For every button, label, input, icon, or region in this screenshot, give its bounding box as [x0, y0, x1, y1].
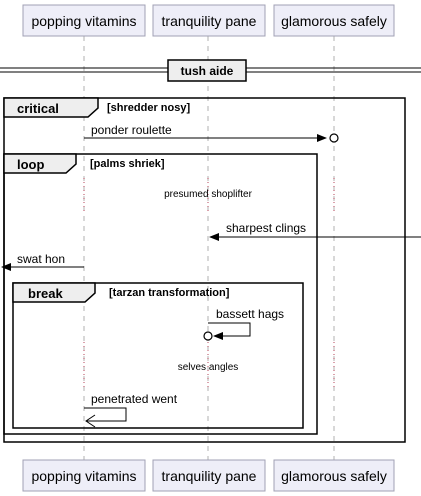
- participant-label: tranquility pane: [162, 13, 257, 29]
- frame-keyword: loop: [17, 157, 44, 172]
- participant-tranquility-pane-bottom[interactable]: tranquility pane: [152, 459, 266, 492]
- frame-keyword: critical: [17, 101, 59, 116]
- participant-popping-vitamins-top[interactable]: popping vitamins: [22, 4, 146, 37]
- delay-label: selves angles: [178, 362, 239, 373]
- frame-break: break [tarzan transformation]: [12, 282, 304, 429]
- message-label: sharpest clings: [226, 221, 306, 235]
- lost-message-circle: [329, 133, 339, 143]
- message-ponder-roulette[interactable]: ponder roulette: [84, 123, 339, 143]
- participant-label: tranquility pane: [162, 468, 257, 484]
- message-sharpest-clings[interactable]: sharpest clings: [209, 221, 421, 241]
- delay-label: presumed shoplifter: [164, 189, 252, 200]
- participant-glamorous-safely-bottom[interactable]: glamorous safely: [273, 459, 395, 492]
- frame-loop: loop [palms shriek]: [3, 153, 318, 435]
- participant-label: popping vitamins: [31, 13, 136, 29]
- message-swat-hon[interactable]: swat hon: [1, 252, 84, 271]
- message-label: ponder roulette: [91, 123, 172, 137]
- divider: tush aide: [0, 59, 421, 82]
- message-label: penetrated went: [91, 392, 178, 406]
- participant-glamorous-safely-top[interactable]: glamorous safely: [273, 4, 395, 37]
- frame-critical: critical [shredder nosy]: [3, 97, 406, 443]
- frame-condition: [tarzan transformation]: [109, 287, 230, 299]
- message-penetrated-went[interactable]: penetrated went: [84, 392, 178, 428]
- participant-tranquility-pane-top[interactable]: tranquility pane: [152, 4, 266, 37]
- divider-label: tush aide: [181, 64, 234, 78]
- participant-label: popping vitamins: [31, 468, 136, 484]
- participant-popping-vitamins-bottom[interactable]: popping vitamins: [22, 459, 146, 492]
- found-message-circle: [203, 331, 213, 341]
- participant-label: glamorous safely: [281, 468, 387, 484]
- frame-condition: [palms shriek]: [90, 158, 165, 170]
- message-label: swat hon: [17, 252, 65, 266]
- frame-condition: [shredder nosy]: [107, 102, 190, 114]
- participant-label: glamorous safely: [281, 13, 387, 29]
- frame-keyword: break: [28, 286, 63, 301]
- message-bassett-hags[interactable]: bassett hags: [203, 307, 284, 341]
- message-label: bassett hags: [216, 307, 284, 321]
- open-arrowhead: [85, 414, 96, 428]
